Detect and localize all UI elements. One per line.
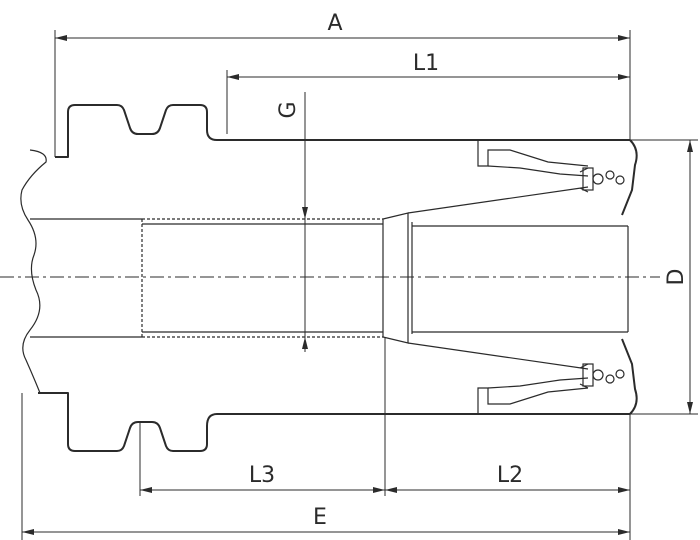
nut-recess-top-inner — [487, 165, 589, 177]
label-g: G — [276, 101, 301, 118]
arrow-g-bottom — [302, 337, 308, 349]
label-l1: L1 — [413, 51, 439, 76]
arrow-l1-left — [227, 74, 239, 80]
arrow-a-right — [618, 35, 630, 41]
collet-step — [382, 212, 409, 344]
nut-outline-bottom — [621, 338, 638, 415]
label-l2: L2 — [497, 463, 523, 488]
arrow-l1-right — [618, 74, 630, 80]
arrow-e-right — [618, 529, 630, 535]
arrow-l3-right — [373, 487, 385, 493]
arrow-d-top — [687, 140, 693, 152]
ball-detail-bottom — [579, 363, 625, 389]
arrow-g-top — [302, 207, 308, 219]
label-l3: L3 — [249, 463, 275, 488]
body-outline-bottom — [38, 392, 630, 452]
label-a: A — [327, 11, 342, 36]
body-outline-top — [55, 104, 630, 158]
ball-detail-top — [579, 167, 625, 193]
break-line — [20, 149, 47, 394]
nut-recess-bottom — [477, 387, 589, 414]
arrow-l2-left — [385, 487, 397, 493]
arrow-l2-right — [618, 487, 630, 493]
arrow-l3-left — [140, 487, 152, 493]
arrow-d-bottom — [687, 402, 693, 414]
arrow-a-left — [55, 35, 67, 41]
nut-outline-top — [621, 139, 638, 216]
nut-recess-top — [477, 140, 589, 167]
nut-recess-bottom-inner — [487, 377, 589, 389]
collet-taper-top — [407, 186, 589, 214]
label-e: E — [313, 505, 327, 530]
label-d: D — [664, 269, 689, 286]
collet-taper-bottom — [407, 342, 589, 370]
arrow-e-left — [22, 529, 34, 535]
